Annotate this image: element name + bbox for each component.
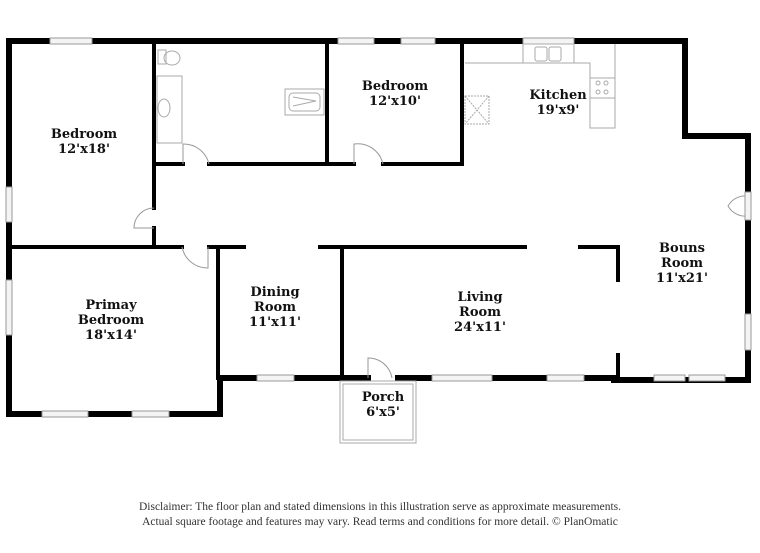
room-label-living-room: Living Room 24'x11' [454,290,506,335]
stove-icon [589,77,616,99]
room-name: Kitchen [529,88,587,103]
room-name: Primay [85,298,137,313]
room-size: 24'x11' [454,320,506,335]
windows [5,37,752,418]
room-name: Dining [250,285,300,300]
room-name: Room [254,300,296,315]
room-name: Living [457,290,503,305]
room-size: 6'x5' [366,405,400,420]
disclaimer-line-1: Disclaimer: The floor plan and stated di… [138,501,622,513]
room-label-bedroom-2: Bedroom 12'x10' [362,79,428,109]
room-size: 18'x14' [85,328,137,343]
room-size: 19'x9' [536,103,580,118]
room-label-dining-room: Dining Room 11'x11' [249,285,301,330]
room-name: Bedroom [50,127,118,142]
room-size: 12'x18' [58,142,110,157]
fridge-icon [464,95,490,125]
room-label-bedroom-1: Bedroom 12'x18' [51,127,117,157]
kitchen-sink-icon [522,43,575,64]
room-size: 11'x21' [656,271,708,286]
porch [339,380,417,444]
room-name: Bedroom [77,313,145,328]
disclaimer-line-2: Actual square footage and features may v… [142,516,618,528]
room-name: Porch [361,390,405,405]
disclaimer: Disclaimer: The floor plan and stated di… [0,500,760,530]
room-label-bonus-room: Bouns Room 11'x21' [656,241,708,286]
sink-icon [156,75,183,144]
toilet-icon [157,49,181,66]
doors [133,143,752,379]
room-label-porch: Porch 6'x5' [362,390,404,420]
interior-walls [7,39,620,380]
room-size: 12'x10' [369,94,421,109]
fixtures [156,43,616,144]
room-label-kitchen: Kitchen 19'x9' [529,88,586,118]
room-name: Room [661,256,703,271]
room-label-primary-bedroom: Primay Bedroom 18'x14' [78,298,144,343]
bathtub-icon [284,88,325,116]
room-name: Bouns [659,241,705,256]
room-name: Room [459,305,501,320]
room-size: 11'x11' [249,315,301,330]
room-name: Bedroom [361,79,429,94]
